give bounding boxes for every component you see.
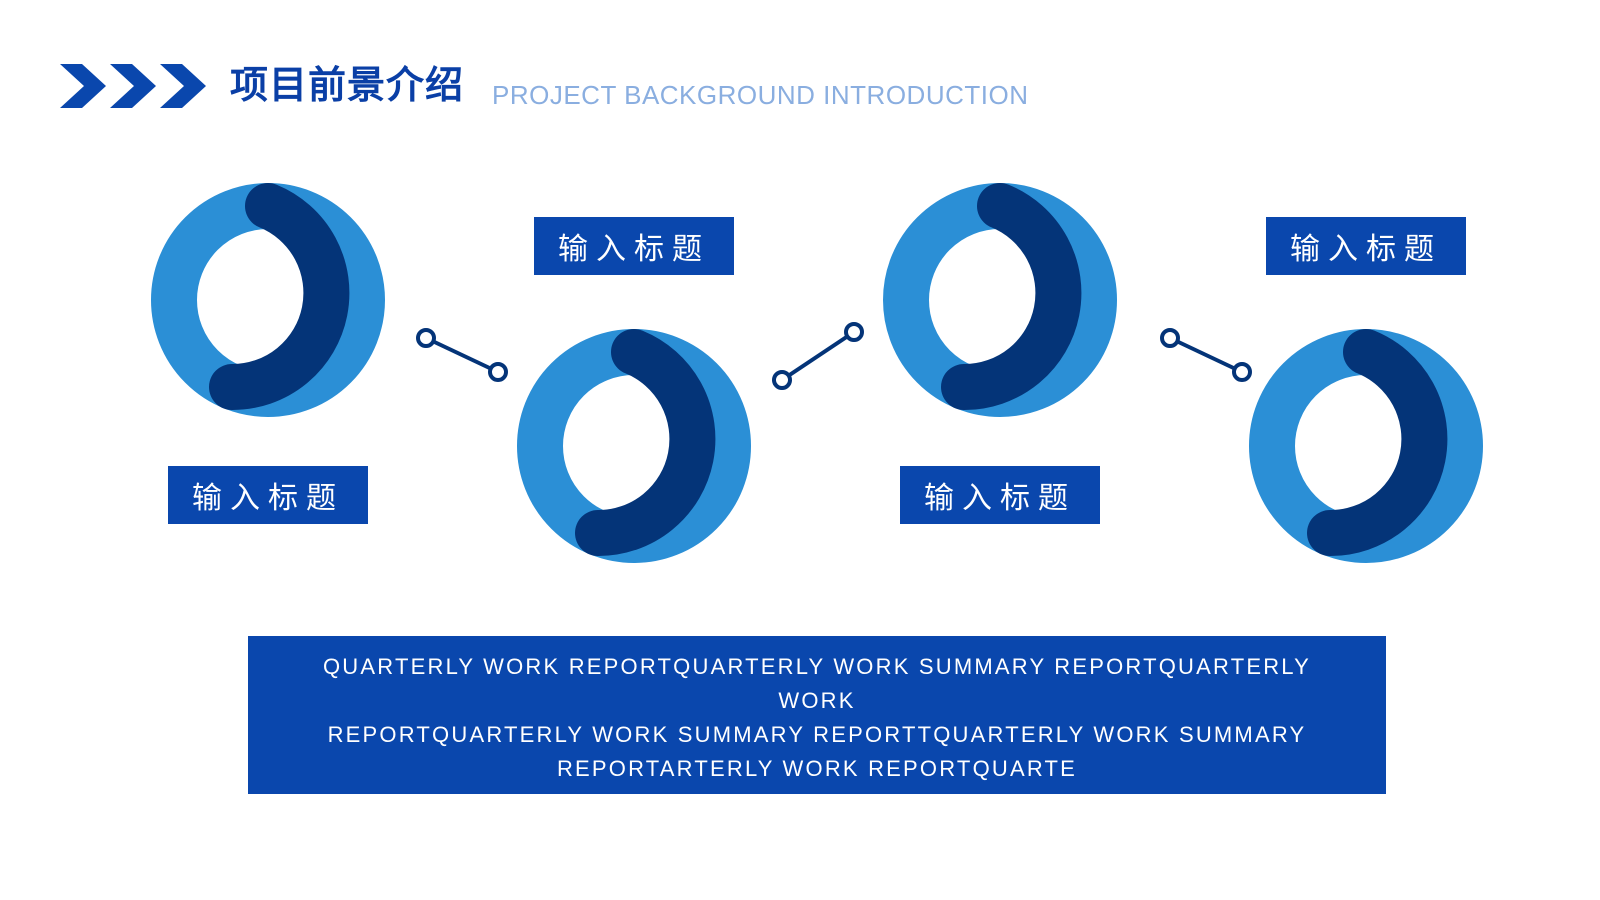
title-label-text: 输入标题 [558,232,710,267]
connector-link-icon [1160,328,1252,382]
chevron-right-icon [60,64,206,108]
summary-line: REPORTQUARTERLY WORK SUMMARY REPORTTQUAR… [327,722,1307,747]
donut-ring-icon [883,183,1117,417]
title-label-2: 输入标题 [534,217,734,275]
title-label-3: 输入标题 [900,466,1100,524]
donut-ring-icon [151,183,385,417]
page-subtitle: PROJECT BACKGROUND INTRODUCTION [492,80,1029,110]
title-label-text: 输入标题 [924,481,1076,516]
title-label-1: 输入标题 [168,466,368,524]
slide-header: 项目前景介绍 PROJECT BACKGROUND INTRODUCTION [0,0,1600,140]
donut-ring-icon [1249,329,1483,563]
page-title: 项目前景介绍 [230,63,465,107]
title-label-4: 输入标题 [1266,217,1466,275]
donut-ring-icon [517,329,751,563]
summary-line: REPORTARTERLY WORK REPORTQUARTE [556,756,1078,781]
summary-line: QUARTERLY WORK REPORTQUARTERLY WORK SUMM… [323,654,1311,713]
summary-line: RLY WORK SUMMARY [682,790,952,815]
title-label-text: 输入标题 [192,481,344,516]
connector-link-icon [772,322,864,390]
connector-link-icon [416,328,508,382]
summary-box: QUARTERLY WORK REPORTQUARTERLY WORK SUMM… [248,636,1386,815]
title-label-text: 输入标题 [1290,232,1442,267]
